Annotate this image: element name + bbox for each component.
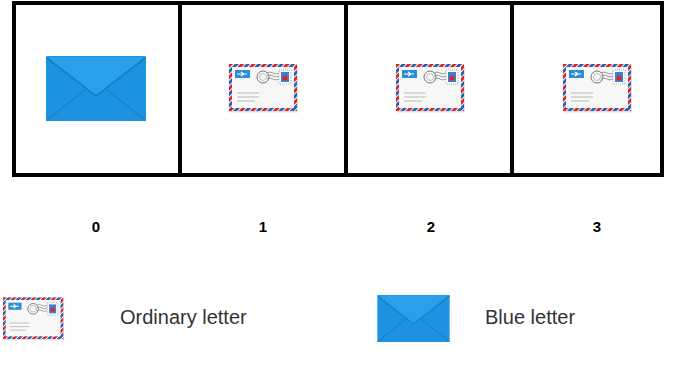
cell-index: 1 [259,218,267,235]
cell-index: 0 [92,218,100,235]
blue-letter-icon [46,56,146,121]
legend-text: Blue letter [485,306,575,329]
cell-row [14,3,662,175]
ordinary-letter-icon [396,64,465,113]
ordinary-letter-icon [229,64,298,113]
legend-ordinary-icon [3,297,64,340]
legend-text: Ordinary letter [120,306,247,329]
cell-index: 3 [593,218,601,235]
cell-index: 2 [427,218,435,235]
ordinary-letter-icon [563,64,632,113]
legend-blue-icon [377,295,449,342]
